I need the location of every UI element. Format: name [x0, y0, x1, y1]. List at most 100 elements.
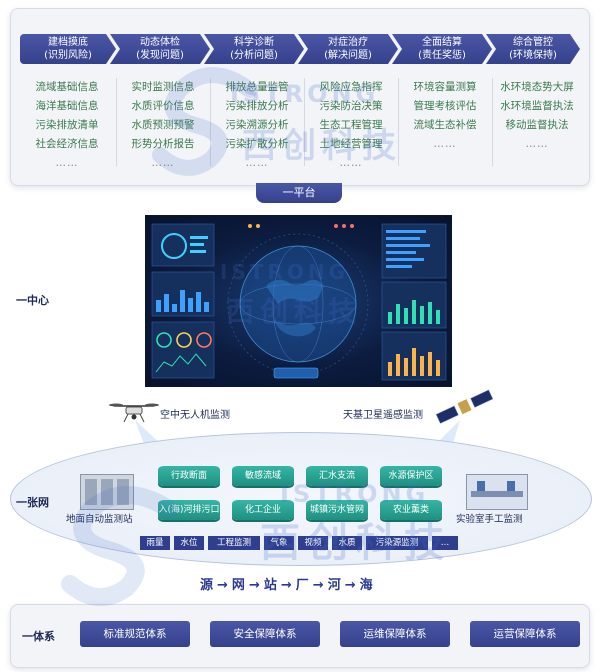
more-indicator: …… [339, 157, 363, 169]
divider [398, 78, 399, 166]
stage-title: 科学诊断 [234, 37, 274, 48]
arrow-right-icon: → [344, 578, 357, 593]
lab-label: 实验室手工监测 [456, 514, 523, 525]
stage-items-6: 水环境态势大屏 水环境监督执法 移动监督执法 …… [492, 78, 582, 154]
lab-image [466, 474, 528, 510]
monitor-tag[interactable]: 视频 [298, 536, 328, 550]
list-item[interactable]: 污染溯源分析 [225, 119, 289, 131]
stage-subtitle: (环境保持) [509, 50, 557, 61]
monitor-tag[interactable]: 污染源监测 [366, 536, 428, 550]
stage-chevron-4[interactable]: 对症治疗 (解决问题) [298, 34, 398, 64]
list-item[interactable]: 环境容量测算 [413, 81, 477, 93]
layer-item[interactable]: 汇水支流 [306, 466, 368, 486]
flow-node: 源 [200, 578, 215, 593]
flow-node: 河 [327, 578, 342, 593]
system-item-standards[interactable]: 标准规范体系 [80, 621, 190, 647]
satellite-icon [435, 389, 494, 424]
layer-item[interactable]: 行政断面 [158, 466, 220, 486]
monitor-tag[interactable]: 工程监测 [208, 536, 260, 550]
monitor-tag[interactable]: 水位 [174, 536, 204, 550]
network-label: 一张网 [16, 496, 49, 509]
list-item[interactable]: 实时监测信息 [131, 81, 195, 93]
list-item[interactable]: 水质预测预警 [131, 119, 195, 131]
layer-item[interactable]: 水源保护区 [380, 466, 442, 486]
list-item[interactable]: 社会经济信息 [35, 138, 99, 150]
list-item[interactable]: 风险应急指挥 [319, 81, 383, 93]
arrow-right-icon: → [312, 578, 325, 593]
system-label: 一体系 [22, 630, 55, 643]
stage-chevron-6[interactable]: 综合管控 (环境保持) [486, 34, 580, 64]
flow-chain: 源→网→站→厂→河→海 [200, 574, 374, 593]
satellite-label: 天基卫星遥感监测 [343, 410, 423, 421]
dashboard-screen[interactable] [145, 215, 452, 387]
stage-items-2: 实时监测信息 水质评价信息 水质预测预警 形势分析报告 …… [118, 78, 208, 173]
list-item[interactable]: 污染扩散分析 [225, 138, 289, 150]
stage-chevron-3[interactable]: 科学诊断 (分析问题) [204, 34, 304, 64]
list-item[interactable]: 污染排放分析 [225, 100, 289, 112]
system-item-maintenance[interactable]: 运维保障体系 [340, 621, 450, 647]
layer-item[interactable]: 敏感流域 [232, 466, 294, 486]
divider [210, 78, 211, 166]
layer-item[interactable]: 入(海)河排污口 [158, 500, 220, 520]
monitor-tag[interactable]: 气象 [264, 536, 294, 550]
center-label: 一中心 [16, 294, 49, 307]
stage-subtitle: (识别风险) [44, 50, 92, 61]
monitor-tag[interactable]: 雨量 [140, 536, 170, 550]
arrow-right-icon: → [248, 578, 261, 593]
flow-node: 厂 [295, 578, 310, 593]
ground-station-label: 地面自动监测站 [66, 514, 133, 525]
stage-subtitle: (责任奖惩) [418, 50, 466, 61]
divider [304, 78, 305, 166]
list-item[interactable]: 形势分析报告 [131, 138, 195, 150]
stage-items-1: 流域基础信息 海洋基础信息 污染排放清单 社会经济信息 …… [22, 78, 112, 173]
stage-title: 动态体检 [140, 37, 180, 48]
list-item[interactable]: 海洋基础信息 [35, 100, 99, 112]
system-item-security[interactable]: 安全保障体系 [210, 621, 320, 647]
divider [492, 78, 493, 166]
list-item[interactable]: 水质评价信息 [131, 100, 195, 112]
arrow-right-icon: → [280, 578, 293, 593]
drone-label: 空中无人机监测 [160, 410, 230, 421]
flow-node: 站 [263, 578, 278, 593]
flow-node: 海 [359, 578, 374, 593]
list-item[interactable]: 生态工程管理 [319, 119, 383, 131]
monitor-tag[interactable]: 水质 [332, 536, 362, 550]
divider [116, 78, 117, 166]
list-item[interactable]: 流域生态补偿 [413, 119, 477, 131]
stage-subtitle: (分析问题) [230, 50, 278, 61]
stage-chevron-1[interactable]: 建档摸底 (识别风险) [20, 34, 116, 64]
layer-item[interactable]: 农业薰类 [380, 500, 442, 520]
list-item[interactable]: 排放总量监管 [225, 81, 289, 93]
list-item[interactable]: 移动监督执法 [505, 119, 569, 131]
list-item[interactable]: 土地经营管理 [319, 138, 383, 150]
more-indicator: …… [433, 138, 457, 150]
list-item[interactable]: 水环境态势大屏 [500, 81, 574, 93]
dashboard-visual [151, 223, 447, 381]
platform-title-tab: 一平台 [256, 183, 342, 203]
stage-chevron-2[interactable]: 动态体检 (发现问题) [110, 34, 210, 64]
more-indicator: …… [151, 157, 175, 169]
stage-title: 综合管控 [513, 37, 553, 48]
drone-icon [109, 403, 159, 423]
stage-items-5: 环境容量测算 管理考核评估 流域生态补偿 …… [400, 78, 490, 154]
monitor-tag[interactable]: … [432, 536, 458, 550]
list-item[interactable]: 污染防治决策 [319, 100, 383, 112]
list-item[interactable]: 污染排放清单 [35, 119, 99, 131]
system-item-operation[interactable]: 运营保障体系 [470, 621, 580, 647]
list-item[interactable]: 管理考核评估 [413, 100, 477, 112]
layer-item[interactable]: 城镇污水管网 [306, 500, 368, 520]
layer-item[interactable]: 化工企业 [232, 500, 294, 520]
ground-station-image [80, 474, 134, 510]
stage-items-3: 排放总量监管 污染排放分析 污染溯源分析 污染扩散分析 …… [212, 78, 302, 173]
stage-title: 建档摸底 [48, 37, 88, 48]
list-item[interactable]: 流域基础信息 [35, 81, 99, 93]
arrow-right-icon: → [217, 578, 229, 593]
stage-subtitle: (发现问题) [136, 50, 184, 61]
stage-chevron-5[interactable]: 全面结算 (责任奖惩) [392, 34, 492, 64]
list-item[interactable]: 水环境监督执法 [500, 100, 574, 112]
stage-items-4: 风险应急指挥 污染防治决策 生态工程管理 土地经营管理 …… [306, 78, 396, 173]
more-indicator: …… [55, 157, 79, 169]
flow-node: 网 [231, 578, 246, 593]
stage-title: 全面结算 [422, 37, 462, 48]
